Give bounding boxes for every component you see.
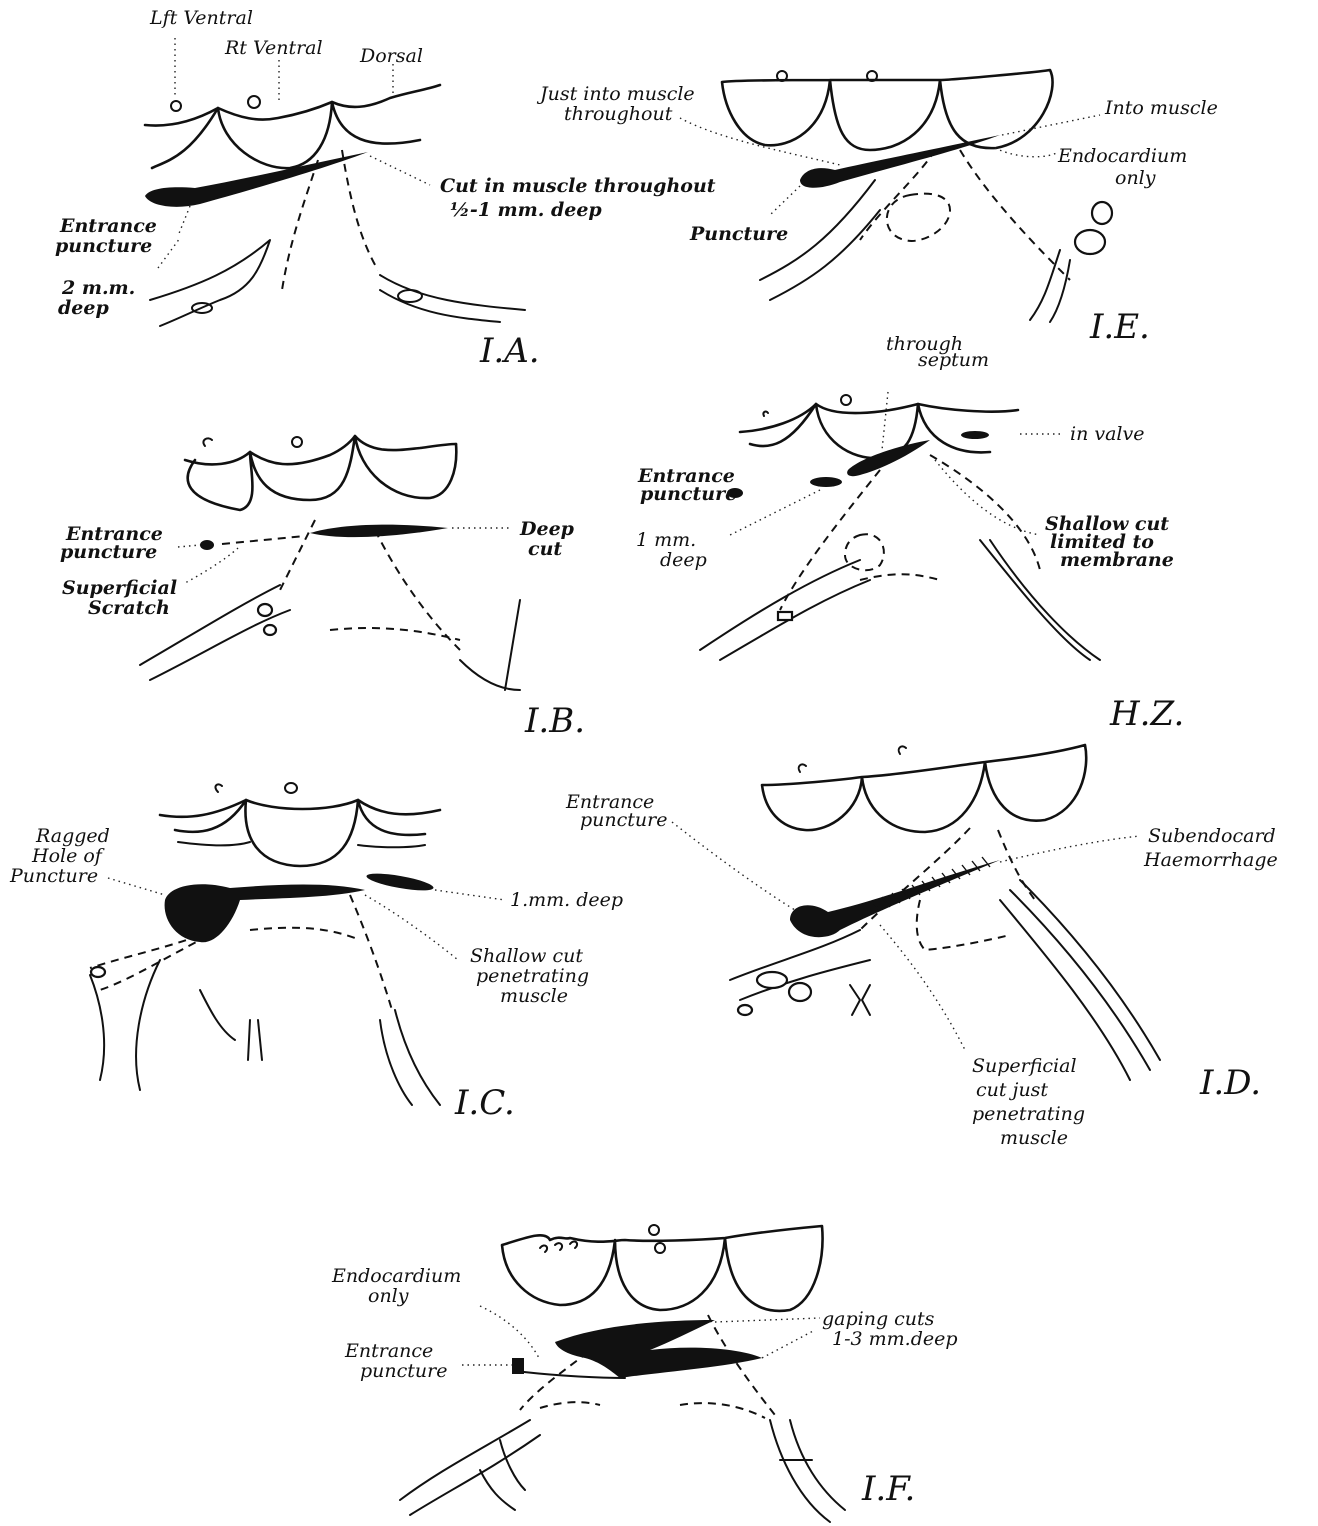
ib-deep-label-line2: cut: [528, 538, 562, 560]
hz-in-valve-label: in valve: [1070, 423, 1144, 445]
ic-hole-mark: [165, 884, 365, 942]
if-endocardium-label-line1: Endocardium: [331, 1265, 461, 1287]
panel-id-d: Entrance puncture Subendocard Haemorrhag…: [565, 745, 1278, 1149]
id-leader-lines: [672, 822, 1140, 1050]
id-valve-cusps: [762, 745, 1086, 832]
ib-superficial-label-line2: Scratch: [88, 597, 170, 619]
if-entrance-mark: [512, 1358, 524, 1374]
ib-superficial-label-line1: Superficial: [62, 577, 177, 599]
hz-through-label-line2: septum: [918, 349, 989, 371]
ic-valve-cusps: [160, 783, 440, 866]
if-entrance-label-line2: puncture: [360, 1360, 447, 1382]
panel-ib: Entrance puncture Deep cut Superficial S…: [60, 436, 585, 741]
hz-entrance-label-line2: puncture: [640, 483, 737, 505]
id-entrance-label-line2: puncture: [580, 809, 667, 831]
ib-cut-mark: [310, 525, 448, 538]
ie-into-muscle-label: Into muscle: [1104, 97, 1218, 119]
hz-depth-label-line2: deep: [660, 549, 707, 571]
panel-hz: through septum in valve Entrance punctur…: [636, 333, 1184, 734]
id-cut-mark: [790, 860, 1000, 937]
if-panel-id: I.F.: [861, 1469, 915, 1509]
ib-valve-cusps: [185, 436, 456, 510]
ic-depth-label: 1.mm. deep: [510, 889, 623, 911]
hz-cut-mark-septum: [847, 440, 930, 476]
panel-ia: Lft Ventral Rt Ventral Dorsal Cut in mus…: [55, 7, 716, 371]
ic-ragged-label-line1: Ragged: [35, 825, 110, 847]
ib-entrance-mark: [200, 540, 214, 550]
if-entrance-label-line1: Entrance: [344, 1340, 433, 1362]
ic-leaflet-chords: [90, 895, 440, 1105]
id-superficial-label-line4: muscle: [1000, 1127, 1068, 1149]
ia-cut-label-line1: Cut in muscle throughout: [440, 175, 716, 197]
ib-deep-label-line1: Deep: [519, 518, 575, 540]
ic-panel-id: I.C.: [454, 1083, 515, 1123]
ie-just-into-label-line2: throughout: [564, 103, 673, 125]
ic-shallow-label-line1: Shallow cut: [470, 945, 583, 967]
hz-panel-id: H.Z.: [1109, 694, 1184, 734]
ia-entrance-label-line1: Entrance: [59, 215, 157, 237]
ia-dorsal-label: Dorsal: [359, 45, 423, 67]
hz-shallow-label-line3: membrane: [1060, 549, 1174, 571]
hz-valve-cusps: [740, 395, 1018, 458]
ia-cut-label-line2: ½-1 mm. deep: [450, 199, 602, 221]
ib-leaflet-chords: [140, 520, 520, 690]
ie-valve-cusps: [722, 70, 1053, 150]
id-subendo-label-line2: Haemorrhage: [1143, 849, 1278, 871]
ia-depth-label-line1: 2 m.m.: [61, 277, 135, 299]
id-superficial-label-line3: penetrating: [972, 1103, 1085, 1125]
ic-shallow-label-line3: muscle: [500, 985, 568, 1007]
ib-panel-id: I.B.: [524, 701, 585, 741]
ia-depth-label-line2: deep: [58, 297, 109, 319]
ic-ragged-label-line2: Hole of: [31, 845, 105, 867]
ic-shallow-label-line2: penetrating: [476, 965, 589, 987]
if-cut-mark: [555, 1320, 762, 1378]
if-gaping-label-line1: gaping cuts: [822, 1308, 935, 1330]
hz-depth-label-line1: 1 mm.: [636, 529, 696, 551]
ia-right-ventral-label: Rt Ventral: [224, 37, 323, 59]
ia-entrance-label-line2: puncture: [55, 235, 152, 257]
hz-leader-lines: [730, 392, 1062, 535]
ic-ragged-label-line3: Puncture: [9, 865, 98, 887]
hz-valve-mark: [961, 431, 989, 439]
ia-panel-id: I.A.: [479, 331, 540, 371]
hz-cut-mark-deep: [810, 477, 842, 487]
ia-left-ventral-label: Lft Ventral: [149, 7, 253, 29]
ie-puncture-label: Puncture: [689, 223, 788, 245]
ib-entrance-label-line2: puncture: [60, 541, 157, 563]
if-valve-cusps: [502, 1225, 823, 1311]
ic-deep-mark: [365, 870, 434, 894]
id-panel-id: I.D.: [1199, 1063, 1261, 1103]
id-subendo-label-line1: Subendocard: [1148, 825, 1276, 847]
ie-endocardium-label-line2: only: [1115, 167, 1156, 189]
ie-endocardium-label-line1: Endocardium: [1057, 145, 1187, 167]
if-endocardium-label-line2: only: [368, 1285, 409, 1307]
hz-leaflet-chords: [700, 455, 1100, 660]
panel-ic: Ragged Hole of Puncture 1.mm. deep Shall…: [9, 783, 623, 1123]
ie-panel-id: I.E.: [1089, 307, 1150, 347]
ia-valve-cusps: [145, 85, 440, 168]
id-leaflet-chords: [730, 828, 1160, 1080]
panel-ie: Just into muscle throughout Into muscle …: [536, 70, 1218, 347]
if-endocardium-line: [524, 1372, 625, 1378]
if-gaping-label-line2: 1-3 mm.deep: [832, 1328, 958, 1350]
id-superficial-label-line1: Superficial: [972, 1055, 1077, 1077]
ie-just-into-label-line1: Just into muscle: [536, 83, 695, 105]
ib-scratch: [222, 536, 305, 544]
panel-if: Endocardium only Entrance puncture gapin…: [331, 1225, 958, 1522]
id-superficial-label-line2: cut just: [976, 1079, 1048, 1101]
